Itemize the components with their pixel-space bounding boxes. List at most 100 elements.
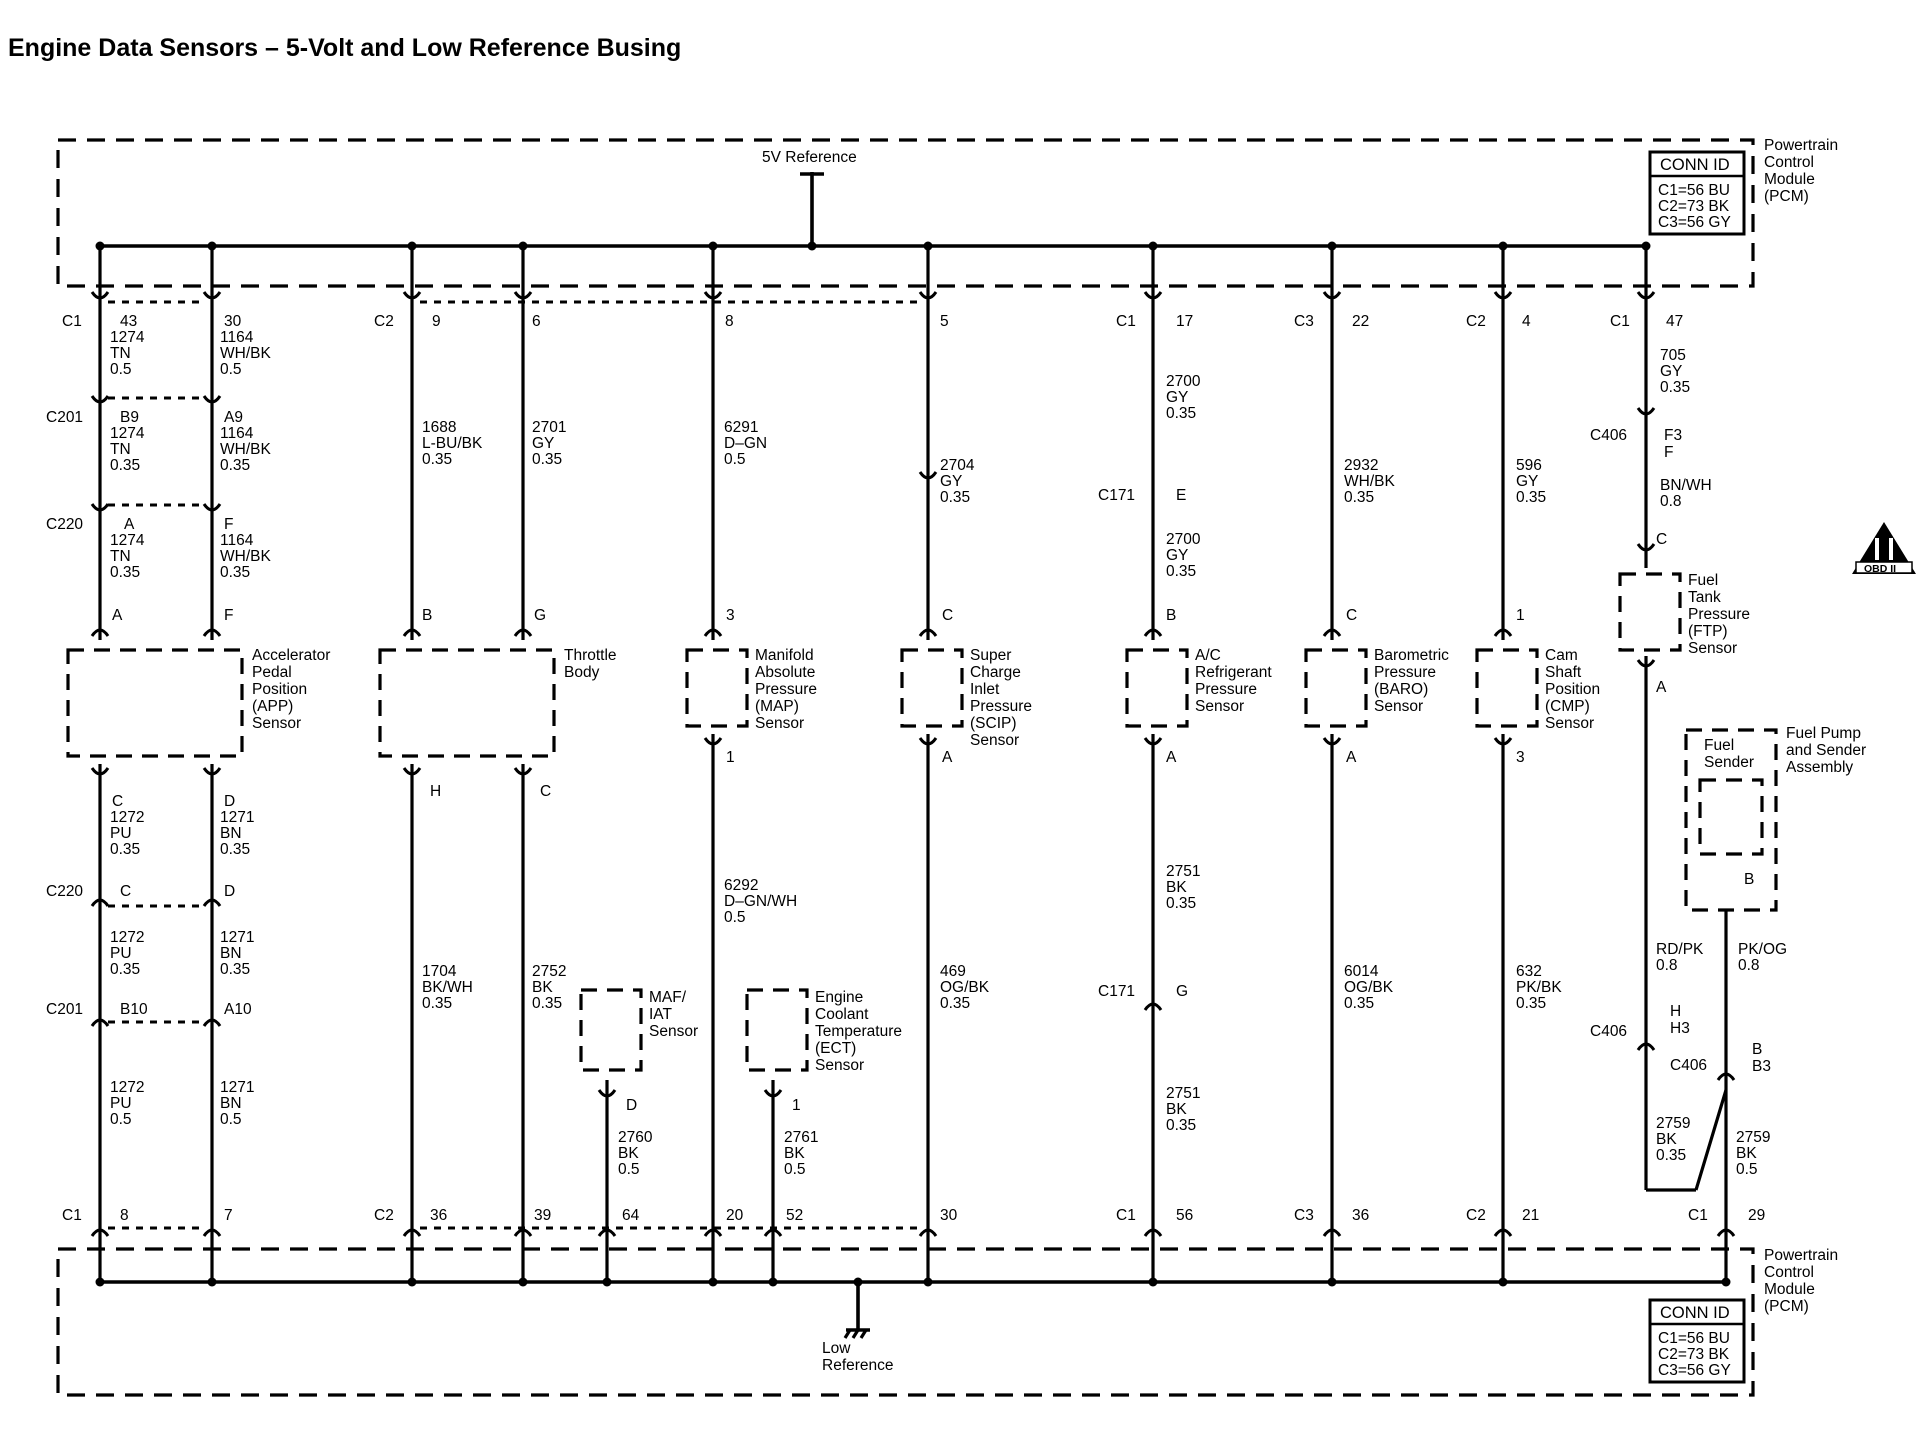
svg-text:PK/OG: PK/OG	[1738, 941, 1787, 958]
svg-text:Module: Module	[1764, 171, 1815, 188]
svg-text:F: F	[224, 516, 233, 533]
svg-text:1272: 1272	[110, 809, 144, 826]
svg-text:B: B	[1752, 1041, 1762, 1058]
svg-text:1274: 1274	[110, 532, 145, 549]
svg-text:GY: GY	[1166, 547, 1188, 564]
svg-text:Pressure: Pressure	[755, 681, 817, 698]
pcm-top-boundary	[56, 138, 1755, 288]
svg-text:(MAP): (MAP)	[755, 698, 799, 715]
svg-text:C2=73 BK: C2=73 BK	[1658, 1346, 1730, 1363]
svg-text:Pressure: Pressure	[1374, 664, 1436, 681]
app-sensor-label: Accelerator Pedal Position (APP) Sensor	[252, 647, 330, 732]
svg-text:Sensor: Sensor	[1374, 698, 1423, 715]
svg-text:C3: C3	[1294, 313, 1314, 330]
svg-text:2761: 2761	[784, 1129, 818, 1146]
svg-text:2751: 2751	[1166, 863, 1200, 880]
svg-text:(APP): (APP)	[252, 698, 293, 715]
pin-labels: 43 30 9 6 8 5 17 22 4 47 B9 A9 A F F3 F …	[112, 313, 1771, 1224]
svg-text:0.5: 0.5	[724, 451, 746, 468]
svg-text:IAT: IAT	[649, 1006, 672, 1023]
svg-text:36: 36	[430, 1207, 447, 1224]
connector-pins	[90, 291, 1736, 1237]
ac-sensor-label: A/C Refrigerant Pressure Sensor	[1195, 647, 1272, 715]
svg-text:Sensor: Sensor	[1195, 698, 1244, 715]
svg-text:0.8: 0.8	[1656, 957, 1678, 974]
svg-text:L-BU/BK: L-BU/BK	[422, 435, 483, 452]
svg-text:C1: C1	[1116, 1207, 1136, 1224]
svg-text:E: E	[1176, 487, 1186, 504]
svg-text:1164: 1164	[220, 329, 254, 346]
svg-text:BK/WH: BK/WH	[422, 979, 473, 996]
svg-text:Throttle: Throttle	[564, 647, 617, 664]
svg-text:0.8: 0.8	[1660, 493, 1682, 510]
svg-text:C1: C1	[1116, 313, 1136, 330]
svg-text:C1: C1	[62, 313, 82, 330]
svg-text:D: D	[224, 793, 235, 810]
svg-text:3: 3	[1516, 749, 1525, 766]
svg-text:0.35: 0.35	[532, 995, 562, 1012]
svg-text:WH/BK: WH/BK	[220, 345, 271, 362]
svg-text:2759: 2759	[1656, 1115, 1690, 1132]
svg-text:and Sender: and Sender	[1786, 742, 1866, 759]
svg-text:C201: C201	[46, 1001, 83, 1018]
svg-text:0.35: 0.35	[422, 995, 452, 1012]
svg-text:6291: 6291	[724, 419, 758, 436]
svg-text:1272: 1272	[110, 929, 144, 946]
svg-text:Assembly: Assembly	[1786, 759, 1853, 776]
svg-text:1164: 1164	[220, 425, 254, 442]
svg-text:PU: PU	[110, 945, 132, 962]
svg-text:TN: TN	[110, 548, 131, 565]
svg-text:2700: 2700	[1166, 531, 1201, 548]
svg-text:Engine: Engine	[815, 989, 863, 1006]
fuel-sender-box	[1698, 778, 1764, 856]
svg-text:GY: GY	[1516, 473, 1538, 490]
svg-text:0.35: 0.35	[110, 457, 140, 474]
map-sensor-label: Manifold Absolute Pressure (MAP) Sensor	[755, 647, 817, 732]
circuit-wires	[98, 246, 1728, 1282]
svg-text:Module: Module	[1764, 1281, 1815, 1298]
svg-text:56: 56	[1176, 1207, 1193, 1224]
svg-text:2751: 2751	[1166, 1085, 1200, 1102]
ftp-sensor-box	[1618, 572, 1682, 652]
svg-text:Control: Control	[1764, 154, 1814, 171]
svg-text:0.8: 0.8	[1738, 957, 1760, 974]
svg-text:C2: C2	[374, 1207, 394, 1224]
svg-text:C: C	[120, 883, 131, 900]
svg-text:A: A	[112, 607, 123, 624]
svg-text:2701: 2701	[532, 419, 566, 436]
svg-text:469: 469	[940, 963, 966, 980]
svg-text:52: 52	[786, 1207, 803, 1224]
svg-text:B3: B3	[1752, 1058, 1771, 1075]
svg-text:0.35: 0.35	[1344, 995, 1374, 1012]
svg-text:Cam: Cam	[1545, 647, 1578, 664]
svg-text:Sensor: Sensor	[815, 1057, 864, 1074]
svg-text:D: D	[626, 1097, 637, 1114]
svg-text:632: 632	[1516, 963, 1542, 980]
svg-text:BK: BK	[1166, 879, 1187, 896]
pcm-label-top: Powertrain Control Module (PCM)	[1764, 137, 1838, 205]
svg-text:Absolute: Absolute	[755, 664, 815, 681]
svg-text:C: C	[540, 783, 551, 800]
svg-text:2752: 2752	[532, 963, 566, 980]
svg-text:Charge: Charge	[970, 664, 1021, 681]
svg-text:C1=56 BU: C1=56 BU	[1658, 1330, 1730, 1347]
svg-text:Powertrain: Powertrain	[1764, 1247, 1838, 1264]
svg-text:1271: 1271	[220, 809, 254, 826]
svg-text:A10: A10	[224, 1001, 252, 1018]
low-reference-label-1: Low	[822, 1340, 851, 1357]
svg-text:Sensor: Sensor	[649, 1023, 698, 1040]
svg-text:F: F	[1664, 444, 1673, 461]
svg-text:Body: Body	[564, 664, 600, 681]
svg-text:H3: H3	[1670, 1020, 1690, 1037]
low-reference-label-2: Reference	[822, 1357, 894, 1374]
svg-text:A9: A9	[224, 409, 243, 426]
svg-text:PK/BK: PK/BK	[1516, 979, 1562, 996]
svg-text:C171: C171	[1098, 983, 1135, 1000]
svg-text:Accelerator: Accelerator	[252, 647, 330, 664]
svg-text:9: 9	[432, 313, 441, 330]
svg-text:2760: 2760	[618, 1129, 653, 1146]
svg-text:Manifold: Manifold	[755, 647, 814, 664]
svg-text:Position: Position	[1545, 681, 1600, 698]
svg-text:0.35: 0.35	[940, 489, 970, 506]
throttle-body-label: Throttle Body	[564, 647, 617, 681]
